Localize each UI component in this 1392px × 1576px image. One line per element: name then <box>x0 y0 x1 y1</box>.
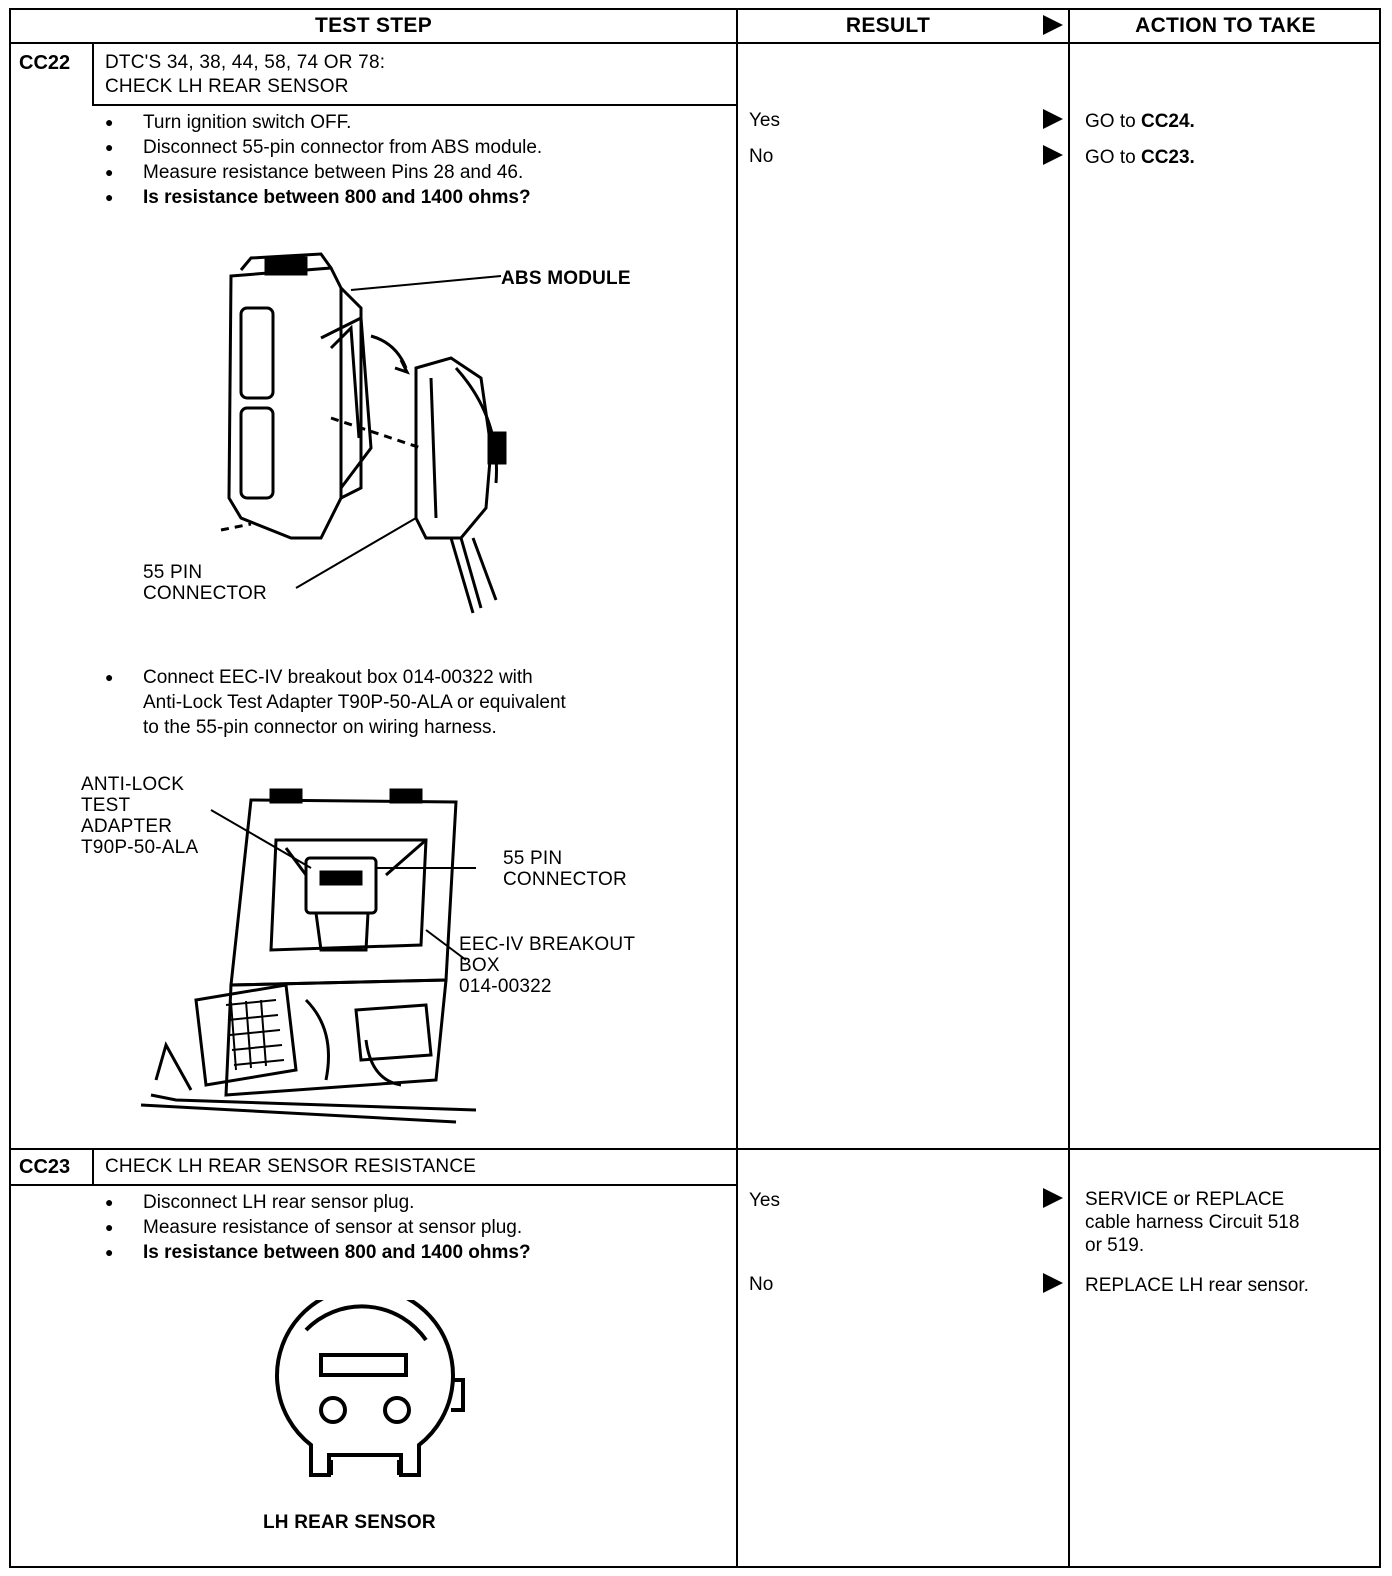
cc22-result-yes: Yes <box>749 110 780 131</box>
column-divider-result <box>736 10 738 1566</box>
header-divider <box>11 42 1381 44</box>
cc22-yes-arrow-icon <box>1043 109 1063 129</box>
cc23-action-yes: SERVICE or REPLACE cable harness Circuit… <box>1085 1189 1300 1256</box>
cc23-result-no: No <box>749 1274 774 1295</box>
cc23-instructions: Disconnect LH rear sensor plug. Measure … <box>105 1190 531 1265</box>
label-anti-lock-test-adapter: ANTI-LOCK TEST ADAPTER T90P-50-ALA <box>81 774 199 858</box>
header-action: ACTION TO TAKE <box>1135 14 1316 37</box>
cc22-action-yes: GO to CC24. <box>1085 110 1195 133</box>
label-55-pin-connector-2: 55 PIN CONNECTOR <box>503 848 627 890</box>
column-divider-action <box>1068 10 1070 1566</box>
cc22-action-yes-target: CC24. <box>1140 111 1195 132</box>
lh-rear-sensor-illustration <box>275 1300 465 1477</box>
step-separator <box>11 1148 1381 1150</box>
cc23-result-yes: Yes <box>749 1190 780 1211</box>
step-id-cc23: CC23 <box>19 1156 71 1178</box>
step-title-cc22-line2: CHECK LH REAR SENSOR <box>105 76 349 97</box>
cc22-bullet-4: Is resistance between 800 and 1400 ohms? <box>105 185 542 210</box>
label-lh-rear-sensor: LH REAR SENSOR <box>263 1512 436 1533</box>
cc22-action-no: GO to CC23. <box>1085 146 1195 169</box>
header-result: RESULT <box>845 14 931 37</box>
cc22-bullet-3: Measure resistance between Pins 28 and 4… <box>105 160 542 185</box>
step-title-divider-cc23 <box>11 1184 736 1186</box>
cc22-bullet-2: Disconnect 55-pin connector from ABS mod… <box>105 135 542 160</box>
cc22-no-arrow-icon <box>1043 145 1063 165</box>
step-id-divider <box>92 42 94 106</box>
diagnostic-table: TEST STEP RESULT ACTION TO TAKE CC22 DTC… <box>9 8 1381 1568</box>
step-id-divider-cc23 <box>92 1148 94 1186</box>
cc23-action-no: REPLACE LH rear sensor. <box>1085 1275 1309 1296</box>
cc22-bullet-1: Turn ignition switch OFF. <box>105 110 542 135</box>
label-eec-iv-breakout-box: EEC-IV BREAKOUT BOX 014-00322 <box>459 934 636 997</box>
step-id-cc22: CC22 <box>19 52 71 74</box>
abs-module-illustration <box>220 252 507 614</box>
cc22-bullet-5: Connect EEC-IV breakout box 014-00322 wi… <box>105 665 566 740</box>
step-title-divider <box>92 104 736 106</box>
cc22-instructions: Turn ignition switch OFF. Disconnect 55-… <box>105 110 542 210</box>
cc22-action-yes-prefix: GO to <box>1085 111 1141 132</box>
label-55-pin-connector-1: 55 PIN CONNECTOR <box>143 562 267 604</box>
header-arrow-icon <box>1043 15 1063 35</box>
cc23-bullet-3: Is resistance between 800 and 1400 ohms? <box>105 1240 531 1265</box>
cc23-no-arrow-icon <box>1043 1273 1063 1293</box>
label-abs-module: ABS MODULE <box>501 268 631 289</box>
cc23-yes-arrow-icon <box>1043 1188 1063 1208</box>
step-title-cc23: CHECK LH REAR SENSOR RESISTANCE <box>105 1156 477 1177</box>
cc22-action-no-prefix: GO to <box>1085 147 1141 168</box>
cc23-bullet-1: Disconnect LH rear sensor plug. <box>105 1190 531 1215</box>
header-test-step: TEST STEP <box>314 14 433 37</box>
step-title-cc22-line1: DTC'S 34, 38, 44, 58, 74 OR 78: <box>105 52 386 73</box>
breakout-box-illustration <box>140 788 476 1124</box>
cc22-result-no: No <box>749 146 774 167</box>
cc22-action-no-target: CC23. <box>1140 147 1195 168</box>
cc22-instruction-b: Connect EEC-IV breakout box 014-00322 wi… <box>105 640 566 765</box>
cc23-bullet-2: Measure resistance of sensor at sensor p… <box>105 1215 531 1240</box>
